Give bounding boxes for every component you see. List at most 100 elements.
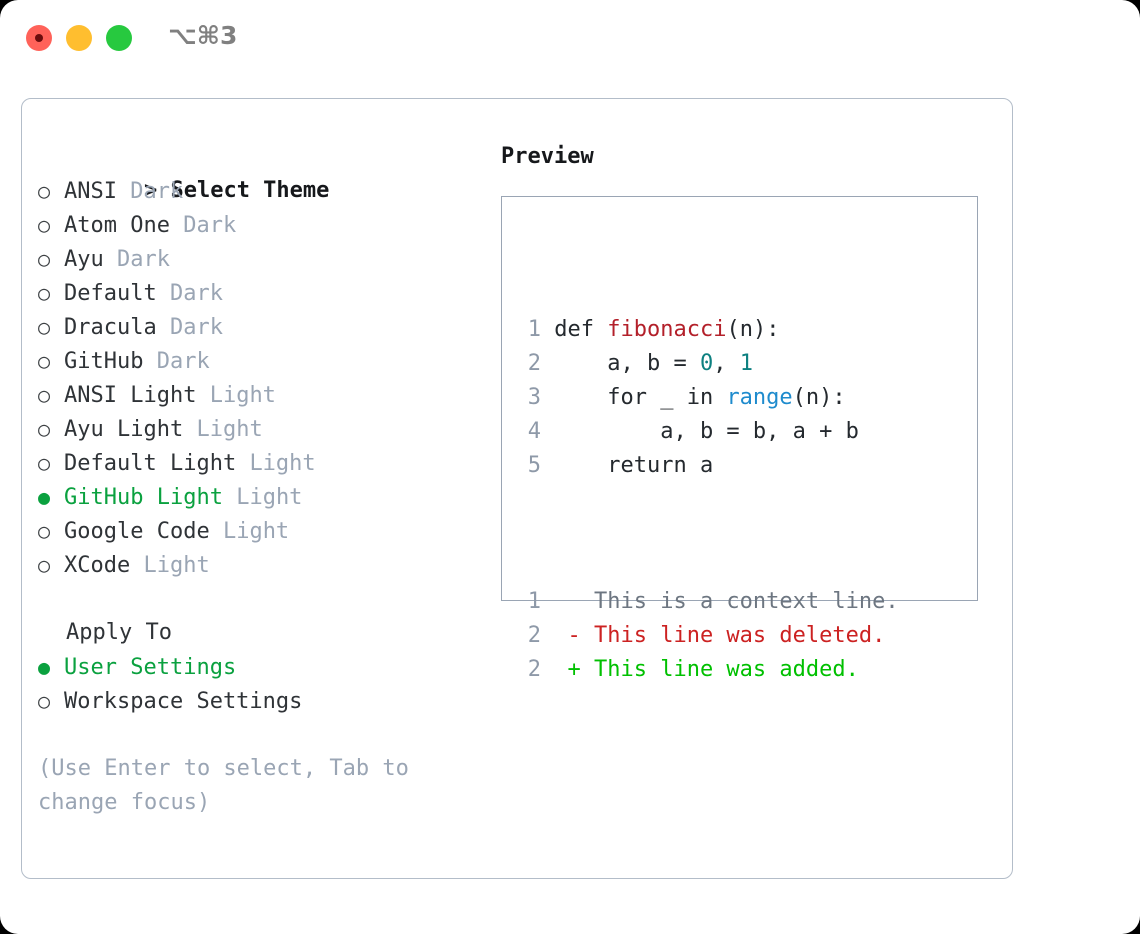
theme-selector-panel: > Select Theme ○ANSI Dark○Atom One Dark○… <box>21 98 1013 879</box>
diff-lines: 1 This is a context line.2 - This line w… <box>517 585 899 687</box>
diff-line-number: 1 <box>527 589 541 614</box>
page-title: Select Theme <box>170 178 330 203</box>
gutter-gap <box>541 351 554 376</box>
theme-option-tag: Dark <box>117 247 170 272</box>
keyboard-shortcut-label: ⌥⌘3 <box>168 21 238 50</box>
theme-option-default[interactable]: ○ Default Dark <box>38 276 498 310</box>
theme-option-label: Atom One <box>64 213 170 238</box>
gutter-gap <box>541 419 554 444</box>
label-tag-gap <box>104 247 117 272</box>
theme-option-tag: Light <box>196 417 263 442</box>
theme-option-xcode[interactable]: ○XCode Light <box>38 548 498 582</box>
theme-option-tag: Light <box>222 519 290 544</box>
theme-option-label: Default <box>64 281 157 306</box>
line-number: 5 <box>527 453 541 478</box>
radio-unselected-icon: ○ <box>38 417 51 441</box>
theme-list-column: > Select Theme ○ANSI Dark○Atom One Dark○… <box>38 140 498 820</box>
line-number: 1 <box>527 317 541 342</box>
radio-unselected-icon: ○ <box>38 315 51 339</box>
radio-unselected-icon: ○ <box>38 349 51 373</box>
radio-unselected-icon: ○ <box>38 281 51 305</box>
label-tag-gap <box>170 213 183 238</box>
theme-option-label: Ayu <box>64 247 104 272</box>
label-tag-gap <box>183 417 196 442</box>
label-tag-gap <box>236 451 249 476</box>
theme-option-label: GitHub Light <box>64 485 223 510</box>
theme-option-label: XCode <box>64 553 131 578</box>
theme-option-default-light[interactable]: ○Default Light Light <box>38 446 498 480</box>
line-number: 2 <box>527 351 541 376</box>
theme-option-tag: Dark <box>169 281 223 306</box>
radio-selected-icon: ● <box>38 485 51 509</box>
label-tag-gap <box>157 281 170 306</box>
label-tag-gap <box>143 349 156 374</box>
label-tag-gap <box>210 519 223 544</box>
label-tag-gap <box>117 179 130 204</box>
diff-line-number: 2 <box>527 657 541 682</box>
diff-line-delete: 2 - This line was deleted. <box>517 619 899 653</box>
theme-options-list: ○ANSI Dark○Atom One Dark○Ayu Dark○Defaul… <box>38 174 498 582</box>
theme-option-atom-one[interactable]: ○Atom One Dark <box>38 208 498 242</box>
theme-option-label: Google Code <box>64 519 210 544</box>
theme-option-tag: Light <box>236 485 303 510</box>
gutter-gap <box>541 385 554 410</box>
line-number: 4 <box>527 419 541 444</box>
radio-unselected-icon: ○ <box>38 451 51 475</box>
code-token-fn: fibonacci <box>607 317 727 342</box>
theme-option-ayu[interactable]: ○ Ayu Dark <box>38 242 498 276</box>
gutter-gap <box>541 317 554 342</box>
list-spacer <box>38 582 498 616</box>
code-line: 2 a, b = 0, 1 <box>517 347 899 381</box>
code-token-plain: a, b = <box>554 351 700 376</box>
code-token-plain: (n): <box>726 317 780 342</box>
apply-to-options-list: ●User Settings○Workspace Settings <box>38 650 498 718</box>
maximize-button[interactable] <box>106 25 132 51</box>
focus-marker-icon: > <box>143 178 158 203</box>
theme-option-label: Dracula <box>64 315 157 340</box>
code-line: 5 return a <box>517 449 899 483</box>
close-button[interactable] <box>26 25 52 51</box>
code-line: 4 a, b = b, a + b <box>517 415 899 449</box>
theme-option-ansi-light[interactable]: ○ ANSI Light Light <box>38 378 498 412</box>
preview-column: Preview 1 def fibonacci(n):2 a, b = 0, 1… <box>501 140 1001 682</box>
diff-line-number: 2 <box>527 623 541 648</box>
preview-heading: Preview <box>501 144 594 169</box>
diff-line-add: 2 + This line was added. <box>517 653 899 687</box>
theme-option-ansi[interactable]: ○ANSI Dark <box>38 174 498 208</box>
keyboard-hint-text: (Use Enter to select, Tab to change focu… <box>38 756 409 815</box>
line-number: 3 <box>527 385 541 410</box>
theme-option-tag: Dark <box>130 179 184 204</box>
code-token-plain: a, b = b, a + b <box>554 419 859 444</box>
diff-line-context: 1 This is a context line. <box>517 585 899 619</box>
minimize-button[interactable] <box>66 25 92 51</box>
theme-option-tag: Dark <box>183 213 237 238</box>
theme-option-label: Default Light <box>64 451 237 476</box>
diff-line-text: - This line was deleted. <box>541 623 886 648</box>
title-bar: ⌥⌘3 <box>0 0 1140 76</box>
theme-option-tag: Dark <box>156 349 210 374</box>
radio-unselected-icon: ○ <box>38 383 51 407</box>
code-token-plain: (n): <box>792 385 846 410</box>
radio-unselected-icon: ○ <box>38 247 51 271</box>
theme-option-tag: Light <box>209 383 276 408</box>
theme-option-github-light[interactable]: ● GitHub Light Light <box>38 480 498 514</box>
code-token-plain: for _ in <box>554 385 727 410</box>
label-tag-gap <box>157 315 170 340</box>
apply-to-option-user-settings[interactable]: ●User Settings <box>38 650 498 684</box>
diff-line-text: + This line was added. <box>541 657 859 682</box>
radio-selected-icon: ● <box>38 655 51 679</box>
apply-to-option-workspace-settings[interactable]: ○Workspace Settings <box>38 684 498 718</box>
theme-list-heading: > Select Theme <box>38 140 498 203</box>
radio-unselected-icon: ○ <box>38 689 51 713</box>
theme-option-label: ANSI Light <box>64 383 197 408</box>
theme-option-ayu-light[interactable]: ○Ayu Light Light <box>38 412 498 446</box>
theme-option-github[interactable]: ○GitHub Dark <box>38 344 498 378</box>
theme-option-dracula[interactable]: ○Dracula Dark <box>38 310 498 344</box>
label-tag-gap <box>223 485 236 510</box>
theme-option-google-code[interactable]: ○Google Code Light <box>38 514 498 548</box>
code-token-plain: def <box>554 317 608 342</box>
code-token-num: 1 <box>739 351 753 376</box>
